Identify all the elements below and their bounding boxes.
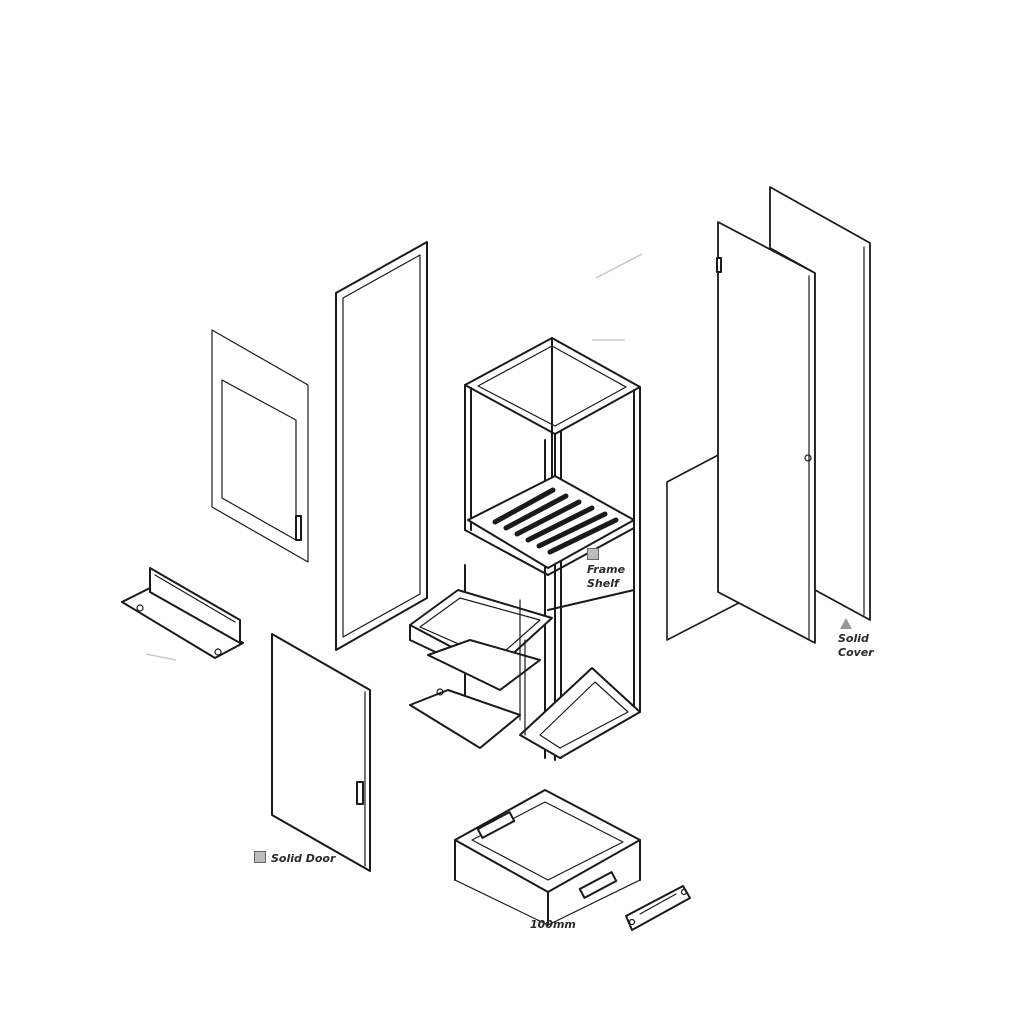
frame-shelf-line2: Shelf xyxy=(587,577,619,590)
cabinet-frame xyxy=(464,337,641,761)
left-glass-door xyxy=(211,329,309,563)
solid-cover-triangle-icon xyxy=(840,618,852,629)
side-panel-large xyxy=(716,221,816,644)
plinth-size-text: 100mm xyxy=(530,918,576,931)
solid-cover-line1: Solid xyxy=(838,632,869,645)
frame-door xyxy=(335,241,428,651)
frame-shelf-swatch-icon xyxy=(587,548,599,560)
solid-cover-line2: Cover xyxy=(838,646,874,659)
frame-shelf-line1: Frame xyxy=(587,563,626,576)
solid-cover-label: Solid Cover xyxy=(838,618,874,660)
door-handle-icon xyxy=(295,515,302,541)
plinth-size-label: 100mm xyxy=(530,918,576,932)
frame-shelf-label: Frame Shelf xyxy=(587,548,625,591)
left-bracket xyxy=(121,567,244,661)
solid-door xyxy=(271,633,371,872)
small-bracket xyxy=(625,885,691,931)
solid-cover-panel xyxy=(769,186,871,621)
solid-door-label: Solid Door xyxy=(254,851,335,866)
sliding-shelf xyxy=(409,589,553,749)
ghost-top-panel xyxy=(592,253,643,341)
plinth-base xyxy=(454,789,641,926)
solid-door-swatch-icon xyxy=(254,851,266,863)
solid-door-text: Solid Door xyxy=(271,852,336,865)
door-lock-icon xyxy=(356,781,364,805)
